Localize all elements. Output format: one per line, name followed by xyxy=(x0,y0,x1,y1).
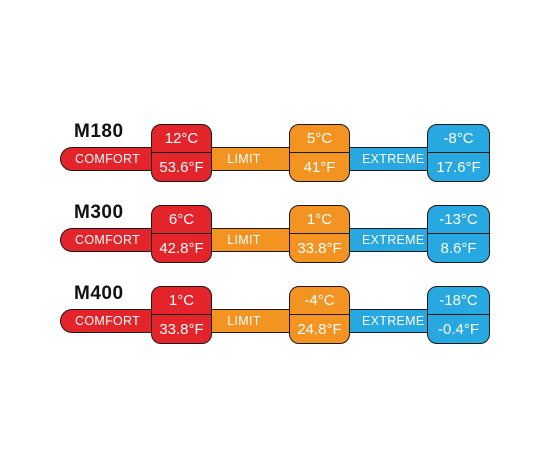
extreme-celsius: -13°C xyxy=(428,206,489,234)
comfort-fahrenheit: 53.6°F xyxy=(159,158,204,176)
limit-label: LIMIT xyxy=(227,314,261,328)
limit-temp-box: 1°C 33.8°F xyxy=(289,205,350,263)
rating-row-m300: M300 COMFORT LIMIT EXTREME 6°C 42.8°F 1°… xyxy=(0,202,550,292)
limit-celsius: -4°C xyxy=(290,287,349,315)
comfort-celsius: 1°C xyxy=(152,287,211,315)
comfort-fahrenheit: 42.8°F xyxy=(159,239,204,257)
extreme-celsius: -8°C xyxy=(428,125,489,153)
extreme-fahrenheit: -0.4°F xyxy=(437,320,479,338)
model-label: M400 xyxy=(74,283,124,304)
comfort-temp-box: 12°C 53.6°F xyxy=(151,124,212,182)
rating-row-m180: M180 COMFORT LIMIT EXTREME 12°C 53.6°F 5… xyxy=(0,121,550,211)
comfort-celsius: 6°C xyxy=(152,206,211,234)
comfort-temp-box: 6°C 42.8°F xyxy=(151,205,212,263)
limit-fahrenheit: 33.8°F xyxy=(297,239,342,257)
limit-label: LIMIT xyxy=(227,233,261,247)
extreme-temp-box: -8°C 17.6°F xyxy=(427,124,490,182)
comfort-label: COMFORT xyxy=(75,233,141,247)
model-label: M300 xyxy=(74,202,124,223)
limit-temp-box: -4°C 24.8°F xyxy=(289,286,350,344)
comfort-label: COMFORT xyxy=(75,314,141,328)
limit-label: LIMIT xyxy=(227,152,261,166)
limit-celsius: 5°C xyxy=(290,125,349,153)
extreme-temp-box: -18°C -0.4°F xyxy=(427,286,490,344)
comfort-fahrenheit: 33.8°F xyxy=(159,320,204,338)
limit-celsius: 1°C xyxy=(290,206,349,234)
limit-fahrenheit: 41°F xyxy=(303,158,336,176)
model-label: M180 xyxy=(74,121,124,142)
extreme-fahrenheit: 17.6°F xyxy=(436,158,481,176)
comfort-label: COMFORT xyxy=(75,152,141,166)
extreme-celsius: -18°C xyxy=(428,287,489,315)
extreme-label: EXTREME xyxy=(362,314,425,328)
comfort-celsius: 12°C xyxy=(152,125,211,153)
extreme-temp-box: -13°C 8.6°F xyxy=(427,205,490,263)
extreme-label: EXTREME xyxy=(362,152,425,166)
rating-row-m400: M400 COMFORT LIMIT EXTREME 1°C 33.8°F -4… xyxy=(0,283,550,373)
extreme-fahrenheit: 8.6°F xyxy=(440,239,477,257)
limit-fahrenheit: 24.8°F xyxy=(297,320,342,338)
limit-temp-box: 5°C 41°F xyxy=(289,124,350,182)
comfort-temp-box: 1°C 33.8°F xyxy=(151,286,212,344)
extreme-label: EXTREME xyxy=(362,233,425,247)
